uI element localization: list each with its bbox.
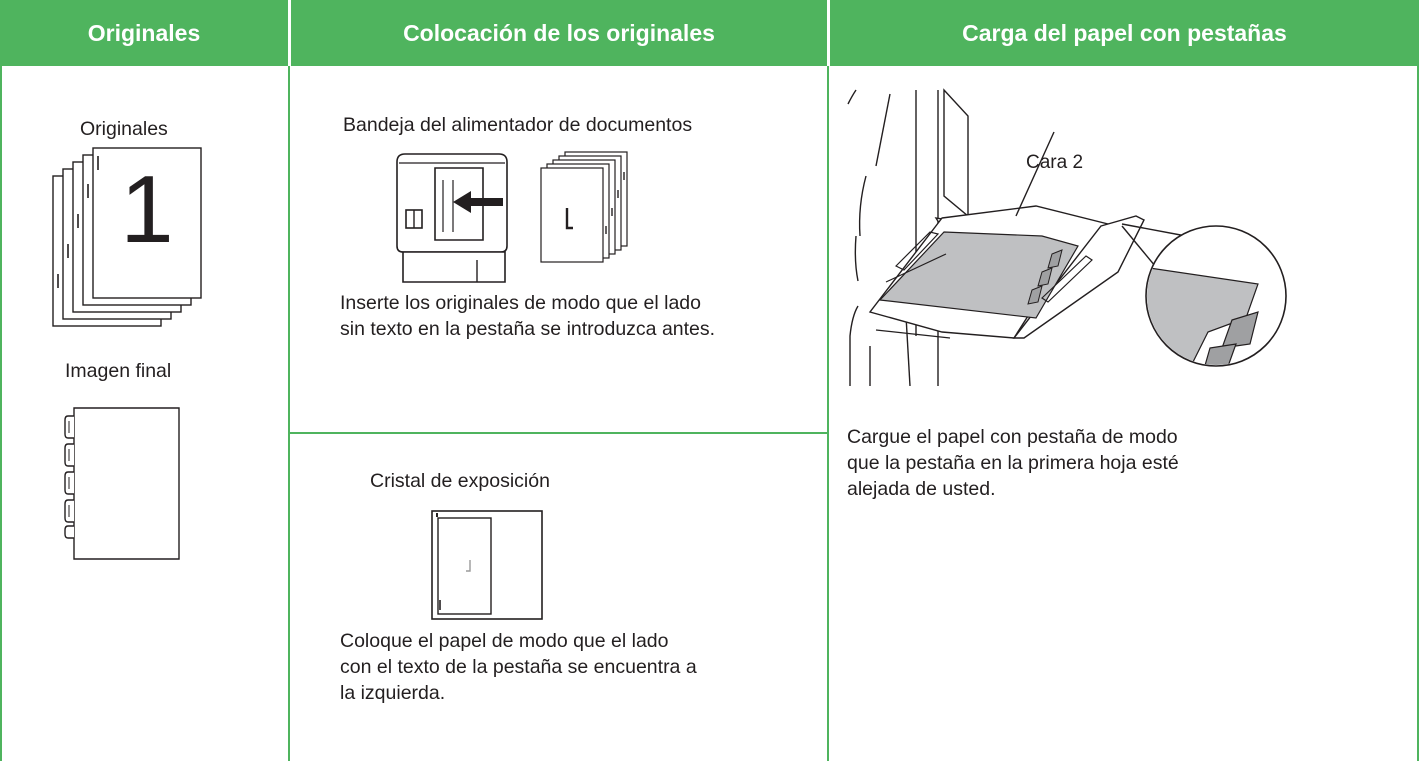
tab-paper-instruction-line1: Cargue el papel con pestaña de modo (847, 426, 1178, 448)
feeder-instruction-line2: sin texto en la pestaña se introduzca an… (340, 318, 716, 340)
divider-col1-col2 (288, 66, 290, 761)
glass-instruction-line2: con el texto de la pestaña se encuentra … (340, 656, 697, 678)
header-carga-label: Carga del papel con pestañas (962, 19, 1287, 46)
feeder-instruction-line1: Inserte los originales de modo que el la… (340, 292, 701, 314)
side-two-label: Cara 2 (1026, 152, 1084, 173)
exposure-glass-illustration (431, 510, 543, 620)
header-originales: Originales (0, 0, 288, 66)
feeder-originals-stack (540, 151, 628, 263)
glass-instruction-line3: la izquierda. (340, 682, 446, 704)
divider-col2-rows (289, 432, 828, 434)
header-carga: Carga del papel con pestañas (830, 0, 1419, 66)
original-page-number: 1 (120, 156, 174, 263)
header-colocacion: Colocación de los originales (291, 0, 827, 66)
header-colocacion-label: Colocación de los originales (403, 19, 715, 46)
glass-title: Cristal de exposición (370, 470, 550, 492)
feeder-title: Bandeja del alimentador de documentos (343, 114, 693, 136)
divider-col2-col3 (827, 66, 829, 761)
divider-right-border (1417, 66, 1419, 761)
final-image-label: Imagen final (65, 360, 172, 382)
final-tab-paper-illustration (64, 407, 180, 560)
tab-paper-instruction-line2: que la pestaña en la primera hoja esté (847, 452, 1179, 474)
bypass-tray-illustration (847, 88, 1287, 387)
tab-paper-instruction-line3: alejada de usted. (847, 478, 996, 500)
originals-stack-illustration (52, 147, 202, 327)
header-originales-label: Originales (87, 19, 201, 46)
originals-label: Originales (80, 118, 168, 140)
document-feeder-illustration (396, 153, 508, 283)
glass-instruction-line1: Coloque el papel de modo que el lado (340, 630, 669, 652)
divider-left-border (0, 66, 2, 761)
